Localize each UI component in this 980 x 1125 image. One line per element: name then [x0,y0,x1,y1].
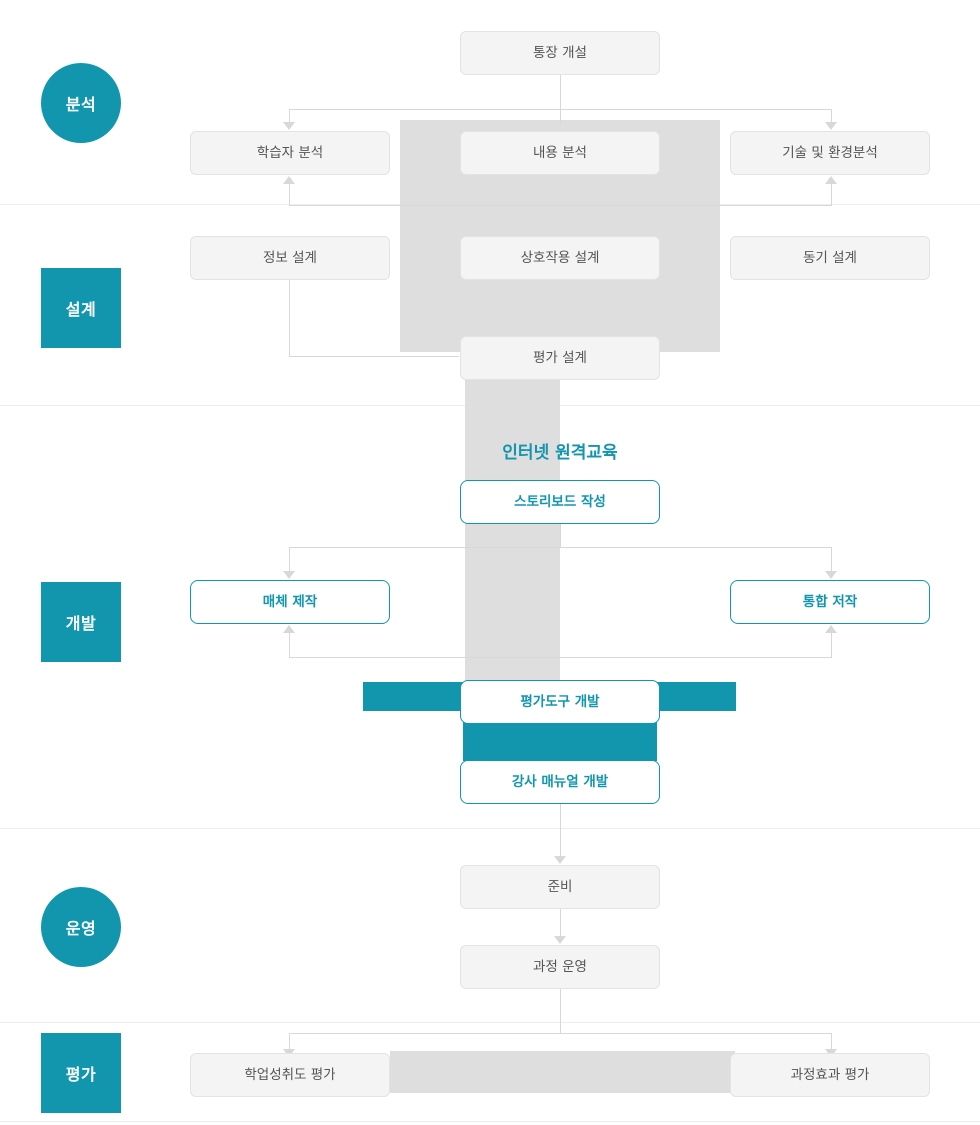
phase-badge-development: 개발 [41,582,121,662]
phase-badge-design: 설계 [41,268,121,348]
arrow-down-icon [825,571,837,579]
node-label: 스토리보드 작성 [514,493,606,510]
node-label: 평가도구 개발 [520,693,600,710]
node-course-effect-eval[interactable]: 과정효과 평가 [730,1053,930,1097]
connector-v [289,633,290,658]
phase-label-design: 설계 [65,300,97,319]
connector-v [831,184,832,206]
phase-label-operation: 운영 [65,919,97,938]
node-label: 상호작용 설계 [520,249,600,266]
connector-v [560,989,561,1033]
arrow-up-icon [283,176,295,184]
phase-badge-analysis: 분석 [41,63,121,143]
node-label: 정보 설계 [263,249,317,266]
node-information-design[interactable]: 정보 설계 [190,236,390,280]
phase-label-evaluation: 평가 [65,1065,97,1084]
connector-v [831,633,832,658]
node-label: 준비 [547,878,573,895]
node-label: 학업성취도 평가 [244,1066,336,1083]
connector-h [289,657,831,658]
node-preparation[interactable]: 준비 [460,865,660,909]
node-evaluation-design[interactable]: 평가 설계 [460,336,660,380]
node-interaction-design[interactable]: 상호작용 설계 [460,236,660,280]
node-label: 과정효과 평가 [790,1066,870,1083]
node-content-analysis[interactable]: 내용 분석 [460,131,660,175]
node-media-production[interactable]: 매체 제작 [190,580,390,624]
arrow-down-icon [554,936,566,944]
node-achievement-eval[interactable]: 학업성취도 평가 [190,1053,390,1097]
connector-v [831,547,832,572]
node-integrated-authoring[interactable]: 통합 저작 [730,580,930,624]
arrow-up-icon [283,625,295,633]
phase-badge-evaluation: 평가 [41,1033,121,1113]
node-label: 통합 저작 [802,593,858,610]
connector-h [289,547,831,548]
connector-h [289,1033,831,1034]
arrow-up-icon [825,625,837,633]
node-course-operation[interactable]: 과정 운영 [460,945,660,989]
arrow-down-icon [283,122,295,130]
node-label: 과정 운영 [533,958,587,975]
node-label: 강사 매뉴얼 개발 [511,773,609,790]
connector-v [560,524,561,547]
node-label: 평가 설계 [533,349,587,366]
phase-separator-operation [0,1022,980,1023]
node-label: 통장 개설 [533,44,587,61]
connector-v [560,109,561,123]
node-label: 내용 분석 [533,144,587,161]
connector-v [831,1033,832,1050]
node-assessment-tool-dev[interactable]: 평가도구 개발 [460,680,660,724]
phase-label-development: 개발 [65,614,97,633]
node-label: 동기 설계 [803,249,857,266]
arrow-up-icon [825,176,837,184]
node-account-open[interactable]: 통장 개설 [460,31,660,75]
connector-v [831,109,832,123]
connector-v [560,75,561,109]
phase-label-analysis: 분석 [65,95,97,114]
node-tech-env-analysis[interactable]: 기술 및 환경분석 [730,131,930,175]
shade-evaluation-band [390,1051,735,1093]
node-storyboard[interactable]: 스토리보드 작성 [460,480,660,524]
node-learner-analysis[interactable]: 학습자 분석 [190,131,390,175]
connector-v [289,547,290,572]
connector-h [289,356,459,357]
node-label: 기술 및 환경분석 [782,144,878,161]
connector-v [560,909,561,937]
connector-v [289,109,290,123]
connector-h [289,205,831,206]
highlight-label-internet-education: 인터넷 원격교육 [502,443,618,463]
node-motivation-design[interactable]: 동기 설계 [730,236,930,280]
node-label: 학습자 분석 [256,144,324,161]
phase-badge-operation: 운영 [41,887,121,967]
connector-v [289,184,290,206]
connector-v [560,804,561,857]
arrow-down-icon [283,571,295,579]
phase-separator-development [0,828,980,829]
connector-v [289,280,290,356]
node-instructor-manual[interactable]: 강사 매뉴얼 개발 [460,760,660,804]
arrow-down-icon [554,856,566,864]
phase-separator-evaluation [0,1121,980,1122]
connector-v [289,1033,290,1050]
node-label: 매체 제작 [262,593,318,610]
arrow-down-icon [825,122,837,130]
